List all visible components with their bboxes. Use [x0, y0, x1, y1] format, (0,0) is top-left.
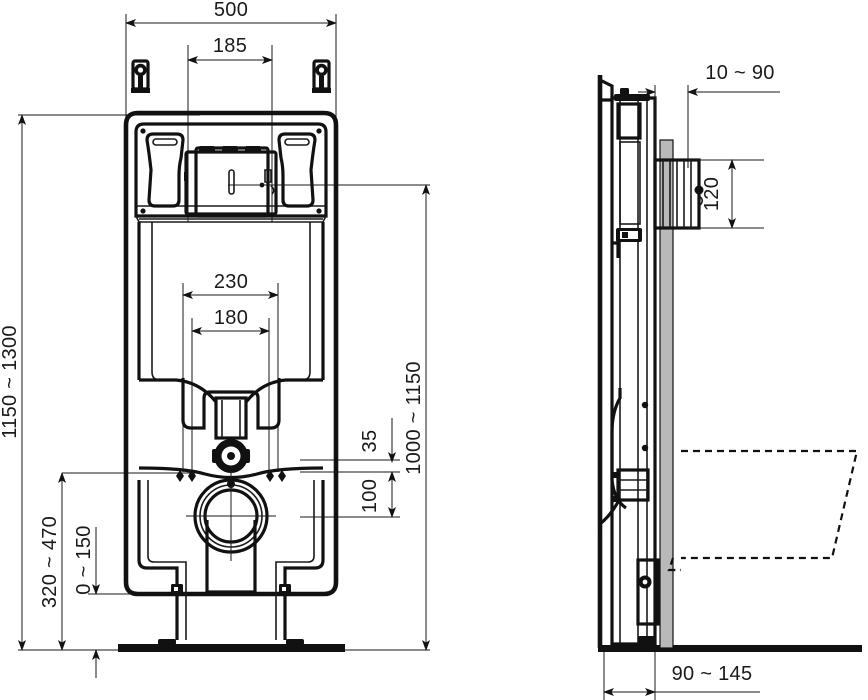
side-floor-line [598, 645, 862, 652]
waste-outlet [186, 471, 276, 561]
valve-nub-3 [245, 146, 261, 153]
wc-bowl-foot-detail [667, 557, 681, 572]
dimension-90-145: 90 ~ 145 [603, 652, 760, 700]
tank-lobe-left [145, 132, 185, 208]
dim-230-label: 230 [214, 271, 248, 293]
floor-plate [118, 644, 345, 652]
valve-latch-left [184, 172, 188, 181]
side-valve-stem [612, 241, 620, 258]
wall-bracket-right [312, 59, 331, 93]
side-hole-1 [641, 401, 649, 409]
dimension-185: 185 [187, 35, 273, 64]
front-view: 500 185 230 180 1150 ~ 1300 320 ~ 470 [0, 0, 430, 678]
flush-pipe-housing [181, 378, 281, 430]
valve-nub-2 [222, 146, 238, 153]
leg-clamp-right [279, 584, 291, 594]
dimension-320-470: 320 ~ 470 [39, 472, 66, 651]
tank-lobe-right [277, 132, 317, 208]
side-hole-2 [641, 444, 649, 452]
dimension-120: 120 [688, 159, 764, 229]
valve-nub-1 [199, 146, 215, 153]
valve-pivot [259, 182, 265, 188]
dimension-230: 230 [182, 271, 279, 299]
flush-plate-housing [653, 158, 704, 230]
dim-0-150-label: 0 ~ 150 [73, 525, 95, 594]
dimension-0-150: 0 ~ 150 [73, 525, 100, 678]
cistern-housing [134, 122, 328, 218]
dim-185-label: 185 [213, 35, 247, 57]
flush-connector [212, 439, 250, 473]
dim-500-label: 500 [214, 0, 248, 21]
dim-1150-1300-label: 1150 ~ 1300 [0, 325, 21, 439]
dim-180-label: 180 [214, 307, 248, 329]
flush-pipe [214, 396, 248, 440]
side-leg-bolt [638, 575, 652, 589]
dimension-1150-1300: 1150 ~ 1300 [0, 114, 26, 651]
front-extension-lines [125, 14, 337, 480]
dimension-35: 35 [359, 418, 396, 463]
valve-center-slot [228, 169, 235, 195]
front-leader-lines [18, 114, 430, 651]
frame-rail-left [137, 480, 179, 640]
side-waste-bend-lower [598, 501, 620, 540]
valve-hook [270, 185, 275, 195]
frame-profile-outline [610, 96, 657, 646]
dim-35-label: 35 [359, 430, 381, 453]
rivet-bottom-right [316, 208, 322, 214]
dimension-100: 100 [359, 471, 396, 518]
side-waste-collar [612, 468, 650, 502]
tank-wall-left [151, 222, 161, 381]
dimension-500: 500 [125, 0, 337, 27]
rivet-top-right [316, 128, 322, 134]
dim-120-label: 120 [701, 177, 723, 211]
rivet-bottom-left [140, 208, 146, 214]
rivet-top-left [140, 128, 146, 134]
cistern-base-edge [135, 215, 327, 223]
dim-10-90-label: 10 ~ 90 [705, 62, 774, 84]
frame-outer-outline [123, 110, 339, 597]
foot-pad-left [158, 639, 176, 645]
finished-wall-slab [659, 139, 674, 649]
side-inlet-valve [616, 228, 642, 242]
dimension-1000-1150: 1000 ~ 1150 [403, 184, 430, 651]
side-foot-pad [638, 636, 656, 645]
frame-rail-left-inner [147, 480, 187, 640]
dimension-10-90: 10 ~ 90 [638, 62, 780, 168]
dim-90-145-label: 90 ~ 145 [672, 663, 753, 685]
leg-clamp-left [171, 584, 183, 594]
frame-rail-right [283, 480, 325, 640]
tank-wall-right [301, 222, 311, 381]
valve-latch-right [264, 169, 272, 183]
frame-rail-right-inner [275, 480, 315, 640]
foot-pad-right [286, 639, 304, 645]
shoulder-right [244, 378, 323, 404]
dimension-180: 180 [191, 307, 270, 335]
dim-1000-1150-label: 1000 ~ 1150 [403, 361, 425, 475]
side-view: 10 ~ 90 120 90 ~ 145 [597, 62, 862, 700]
wall-top-bracket [599, 78, 614, 102]
flush-plate-stud [694, 185, 704, 195]
waste-pipe-body [205, 520, 257, 594]
dim-320-470-label: 320 ~ 470 [39, 516, 61, 608]
wc-bowl-outline [681, 449, 859, 560]
wall-bracket-left [131, 59, 150, 93]
side-top-fixing [614, 88, 650, 140]
shoulder-left [139, 378, 218, 404]
outlet-top-stud [227, 480, 235, 488]
lobe-left-slot [152, 138, 178, 146]
side-cistern-body [619, 141, 641, 225]
side-lower-leg [636, 558, 660, 626]
lobe-right-slot [284, 138, 310, 146]
bowl-bolt-markers [176, 470, 286, 482]
dim-100-label: 100 [359, 479, 381, 513]
